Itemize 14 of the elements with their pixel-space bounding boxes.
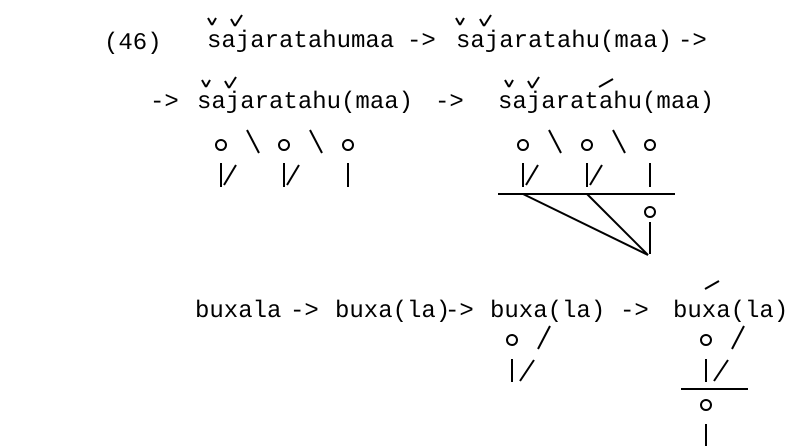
word-form: sajaratahu(maa) — [456, 28, 672, 56]
word-form: sajaratahu(maa) — [197, 89, 414, 117]
derivation-arrow-text: -> — [435, 89, 464, 117]
derivation-arrow-text: -> — [407, 28, 436, 56]
word-form: buxala — [195, 298, 282, 326]
derivation-arrow-text: -> — [290, 298, 319, 326]
derivation-arrow-text: -> — [150, 89, 179, 117]
example-number: (46) — [104, 30, 162, 58]
word-form: buxa(la) — [673, 298, 788, 326]
word-form: buxa(la) — [490, 298, 606, 326]
word-form: sajaratahu(maa) — [498, 89, 714, 117]
derivation-arrow-text: -> — [620, 298, 649, 326]
word-form: sajaratahumaa — [207, 28, 394, 56]
derivation-arrow-text: -> — [678, 28, 707, 56]
